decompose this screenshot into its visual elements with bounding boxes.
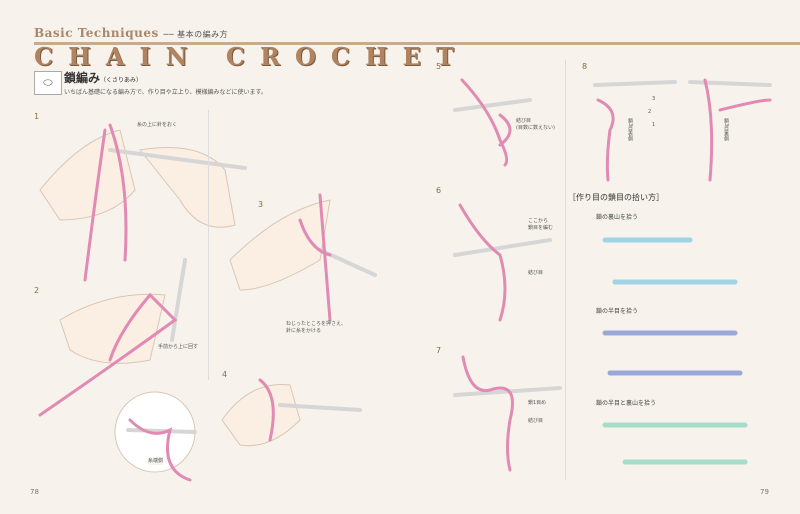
- step-number: 4: [222, 370, 228, 379]
- pickup-item-label: 鎖の半目と裏山を拾う: [596, 400, 657, 407]
- step-number: 8: [582, 62, 588, 71]
- pickup-item-label: 鎖の半目を拾う: [596, 308, 639, 315]
- step-number: 6: [436, 186, 442, 195]
- step-note: 結び目: [528, 270, 544, 277]
- note-line: 鎖目を編む: [528, 225, 554, 231]
- note-line: ねじったところを押さえ、: [286, 321, 347, 327]
- step-note: 糸の上に針をおく: [137, 122, 178, 129]
- section-label: Basic Techniques: [34, 26, 159, 40]
- step-note: 鎖1目め: [528, 400, 547, 407]
- step-number: 7: [436, 346, 442, 355]
- step-note: 糸端側: [148, 458, 164, 465]
- chain-symbol-icon: ⬭: [34, 71, 62, 95]
- page-title: CHAIN CROCHET: [34, 42, 469, 71]
- divider: [208, 110, 209, 380]
- chain-sample-illustration: [602, 237, 748, 465]
- step-number: 2: [34, 286, 40, 295]
- hand-illustration: [229, 199, 331, 291]
- hand-illustration: [139, 147, 236, 228]
- stitch-name-text: 鎖編み: [64, 71, 101, 85]
- count-label: 1: [652, 122, 656, 129]
- note-line: (目数に数えない): [516, 125, 555, 131]
- stitch-reading: （くさりあみ）: [100, 77, 143, 84]
- step-note: 手前から上に回す: [158, 344, 199, 351]
- note-line: 針に糸をかける: [286, 328, 322, 334]
- stitch-description: いちばん基礎になる編み方で、作り目や立上り、模様編みなどに使います。: [64, 89, 267, 96]
- note-line: 結び目: [516, 118, 532, 124]
- hand-illustration: [221, 383, 301, 447]
- pickup-heading: ［作り目の鎖目の拾い方］: [568, 193, 664, 202]
- section-subtitle: ── 基本の編み方: [163, 30, 229, 39]
- step-note: ここから鎖目を編む: [528, 218, 554, 232]
- count-label: 2: [648, 109, 652, 116]
- stitch-name: 鎖編み（くさりあみ）: [64, 71, 142, 88]
- step-note: 鎖3目表側: [626, 118, 633, 142]
- pickup-item-label: 鎖の裏山を拾う: [596, 214, 639, 221]
- page-number-left: 78: [30, 488, 39, 496]
- step-note: 結び目: [528, 418, 544, 425]
- page-number-right: 79: [760, 488, 769, 496]
- step-number: 1: [34, 112, 40, 121]
- divider: [565, 60, 566, 480]
- header-rule: [34, 42, 800, 45]
- step-number: 3: [258, 200, 264, 209]
- step-number: 5: [436, 62, 442, 71]
- count-label: 3: [652, 96, 656, 103]
- note-line: ここから: [528, 218, 549, 224]
- hand-illustration: [39, 129, 136, 221]
- step-note: ねじったところを押さえ、針に糸をかける: [286, 321, 347, 335]
- step-note: 鎖3目裏側: [722, 118, 729, 142]
- yarn-illustration: [38, 78, 772, 482]
- hook-icon: [108, 80, 772, 434]
- section-header: Basic Techniques ── 基本の編み方: [34, 26, 228, 42]
- step-note: 結び目(目数に数えない): [516, 118, 555, 132]
